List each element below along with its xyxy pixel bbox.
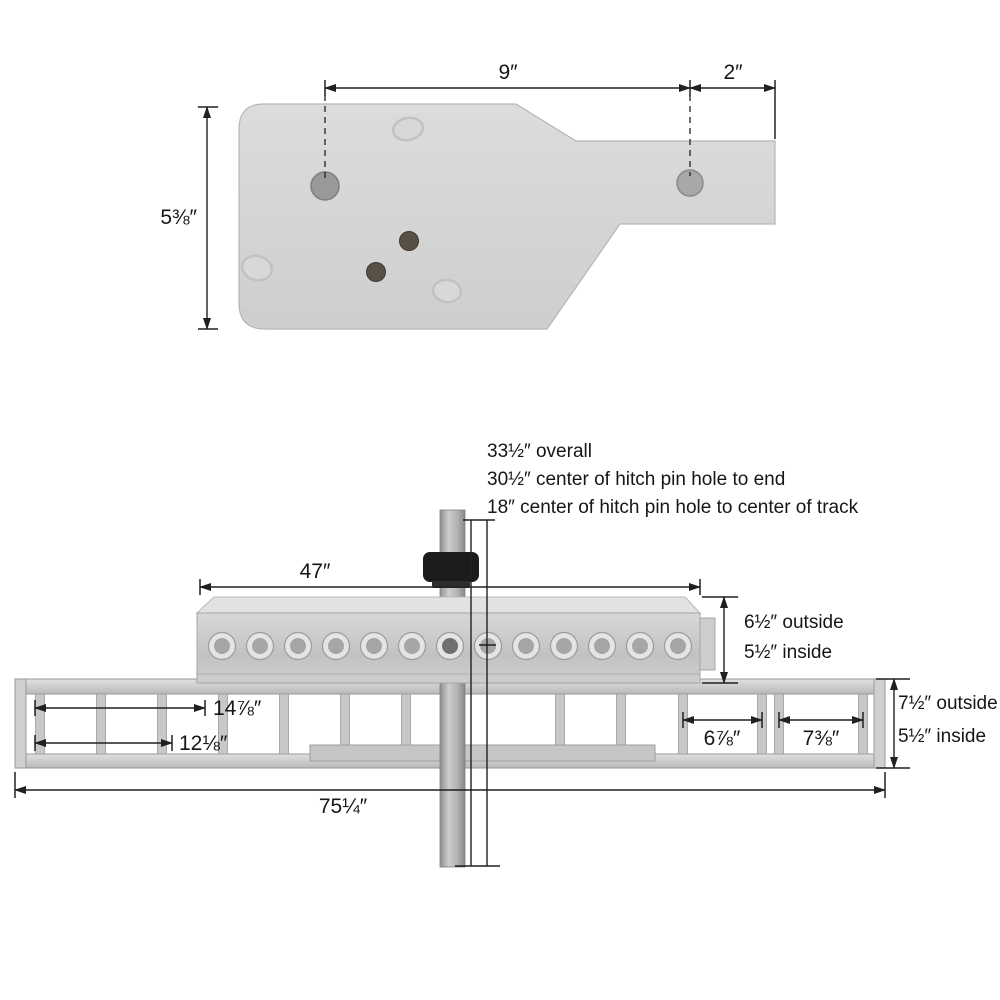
dim-label-5-3-8in: 5⅜″ [160,206,197,229]
dim-label-47in: 47″ [300,560,331,583]
dim-overall-length: 75¼″ [14,772,886,818]
weld-mark [240,254,274,282]
dim-label-9in: 9″ [498,61,518,84]
callout-overall: 33½″ overall [487,441,592,462]
hitch-plate-outline [238,103,776,330]
callout-pin-to-track: 18″ center of hitch pin hole to center o… [487,497,859,518]
dim-label-12-1-8in: 12⅛″ [179,732,228,755]
ladder-right-end [873,678,886,769]
track-body [196,612,701,684]
dim-hole-to-hole: 9″ [324,61,691,96]
dim-label-14-7-8in: 14⅞″ [213,697,262,720]
track-end-bracket [699,617,716,671]
dim-label-ramp-inside: 5½″ inside [898,726,986,747]
center-support-plate [309,744,656,762]
track-top-flange [195,596,702,614]
dim-label-7-3-8in: 7⅜″ [803,727,840,750]
dim-track-length: 47″ [199,560,701,595]
small-hole [366,262,386,282]
small-hole [399,231,419,251]
side-view-carrier: 33½″ overall 30½″ center of hitch pin ho… [14,441,998,868]
ladder-left-end [14,678,27,769]
dim-right-gap-small: 6⅞″ [682,712,763,750]
dim-label-75-1-4in: 75¼″ [319,795,368,818]
dim-label-ramp-outside: 7½″ outside [898,693,998,714]
weld-mark [431,278,463,304]
dim-ramp-height: 7½″ outside 5½″ inside [876,678,998,769]
dim-left-section-inner: 12⅛″ [34,732,228,755]
dim-label-track-inside: 5½″ inside [744,642,832,663]
anti-rattle-clamp [423,552,479,582]
top-view-hitch-plate: 9″ 2″ 5⅜″ [160,61,776,330]
dim-plate-height: 5⅜″ [160,106,218,330]
dim-left-section: 14⅞″ [34,697,262,720]
callout-pin-to-end: 30½″ center of hitch pin hole to end [487,469,785,490]
track-holes [207,631,693,661]
carrier-track [195,596,716,684]
dim-label-track-outside: 6½″ outside [744,612,844,633]
dim-overall-vertical [455,519,500,867]
dim-hole-to-end: 2″ [689,61,776,139]
weld-mark [391,116,425,142]
dim-right-gap-large: 7⅜″ [778,712,864,750]
dim-label-2in: 2″ [723,61,743,84]
dim-label-6-7-8in: 6⅞″ [704,727,741,750]
hitch-pin-hole [676,169,704,197]
dim-track-height: 6½″ outside 5½″ inside [702,596,844,684]
